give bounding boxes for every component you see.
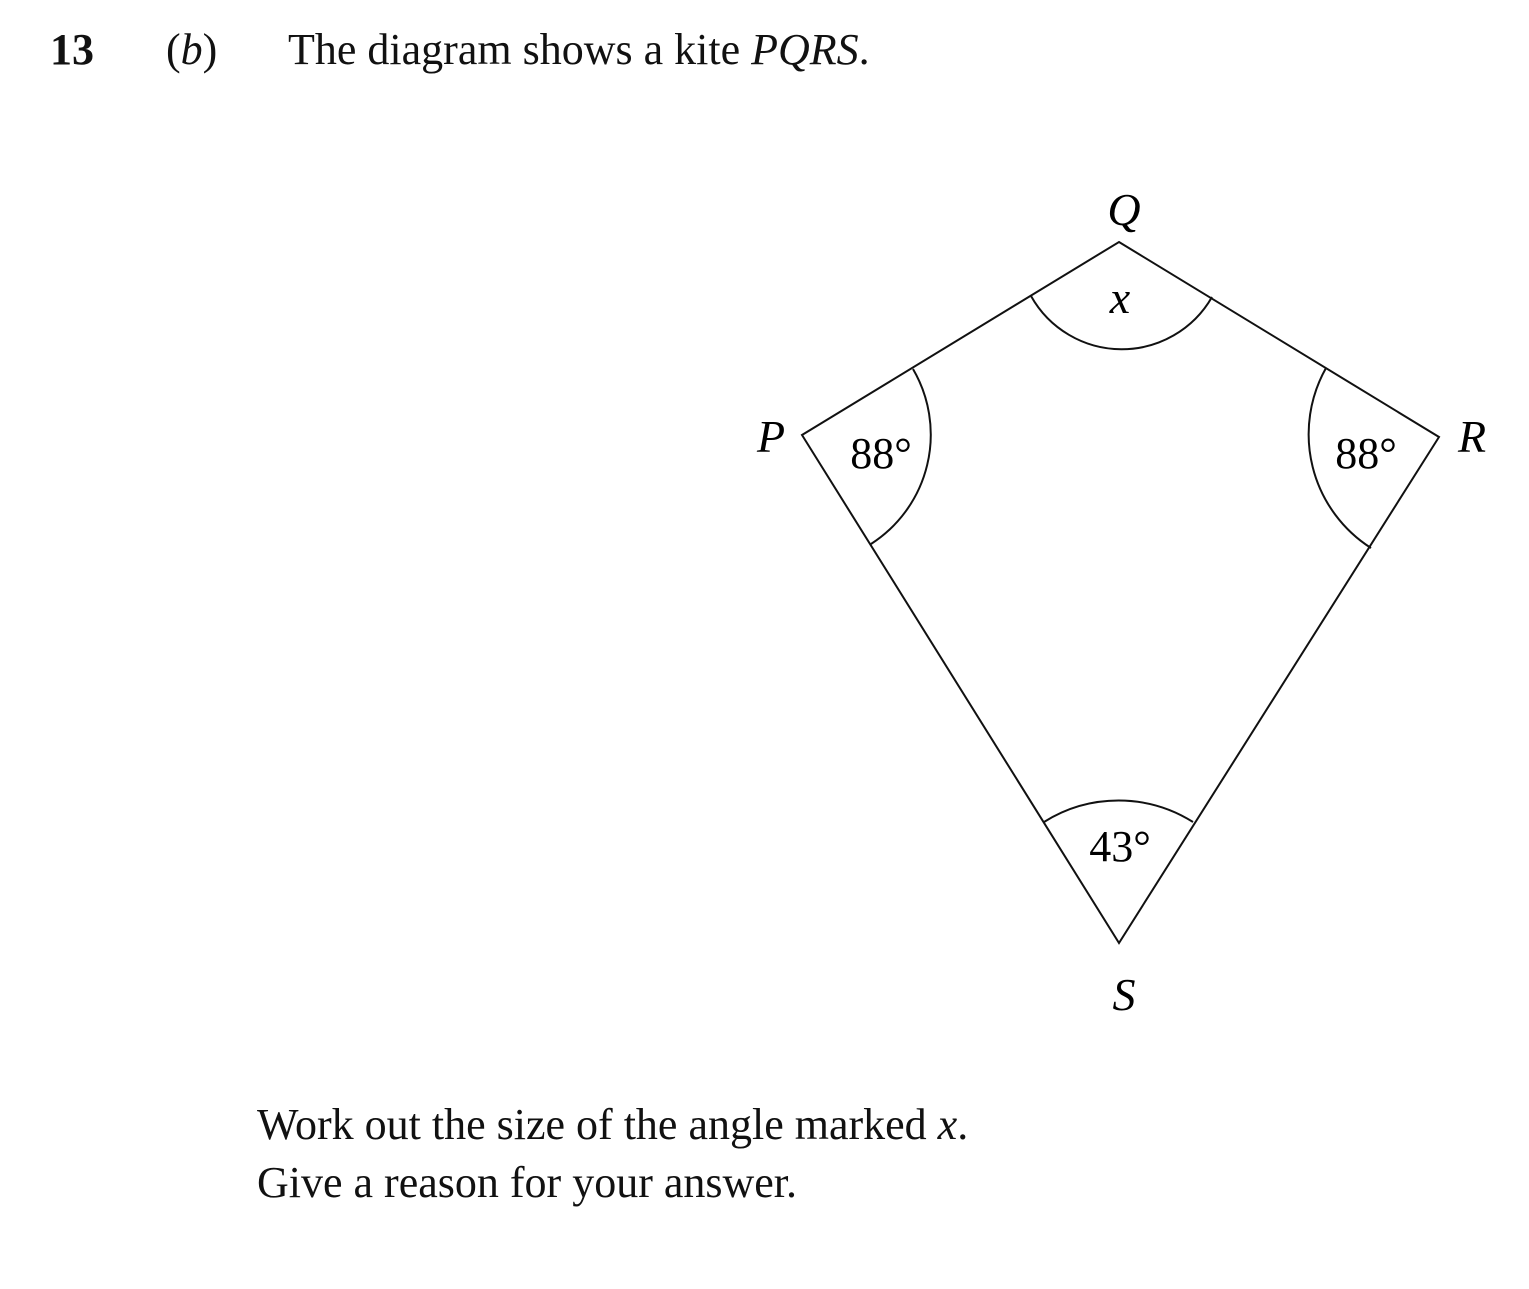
question-number: 13 (50, 25, 94, 74)
task-line-1-end: . (957, 1100, 969, 1149)
question-part: (b) (166, 28, 217, 72)
angle-label-q: x (1109, 272, 1131, 323)
vertex-label-s: S (1113, 969, 1136, 1020)
angle-label-s: 43° (1089, 822, 1151, 871)
task-line-1-text: Work out the size of the angle marked (257, 1100, 938, 1149)
angle-arc-s (1043, 799, 1194, 823)
intro-shape: PQRS (751, 25, 859, 74)
task-line-1-var: x (937, 1100, 958, 1149)
part-open: ( (166, 25, 181, 74)
intro-end: . (858, 25, 870, 74)
angle-label-p: 88° (850, 429, 912, 478)
vertex-label-q: Q (1107, 184, 1140, 235)
part-close: ) (202, 25, 218, 74)
kite-outline (800, 240, 1441, 945)
part-letter: b (180, 25, 203, 74)
task-line-1: Work out the size of the angle marked x. (257, 1096, 968, 1154)
vertex-label-r: R (1457, 411, 1486, 462)
task-line-2: Give a reason for your answer. (257, 1158, 798, 1207)
task-text: Work out the size of the angle marked x.… (257, 1096, 968, 1212)
angle-arc-q (1030, 295, 1213, 351)
question-intro: The diagram shows a kite PQRS. (288, 28, 870, 72)
angle-arc-r (1307, 367, 1372, 549)
vertex-label-p: P (756, 411, 785, 462)
angle-arc-p (870, 368, 932, 545)
intro-text: The diagram shows a kite (288, 25, 752, 74)
angle-label-r: 88° (1335, 429, 1397, 478)
